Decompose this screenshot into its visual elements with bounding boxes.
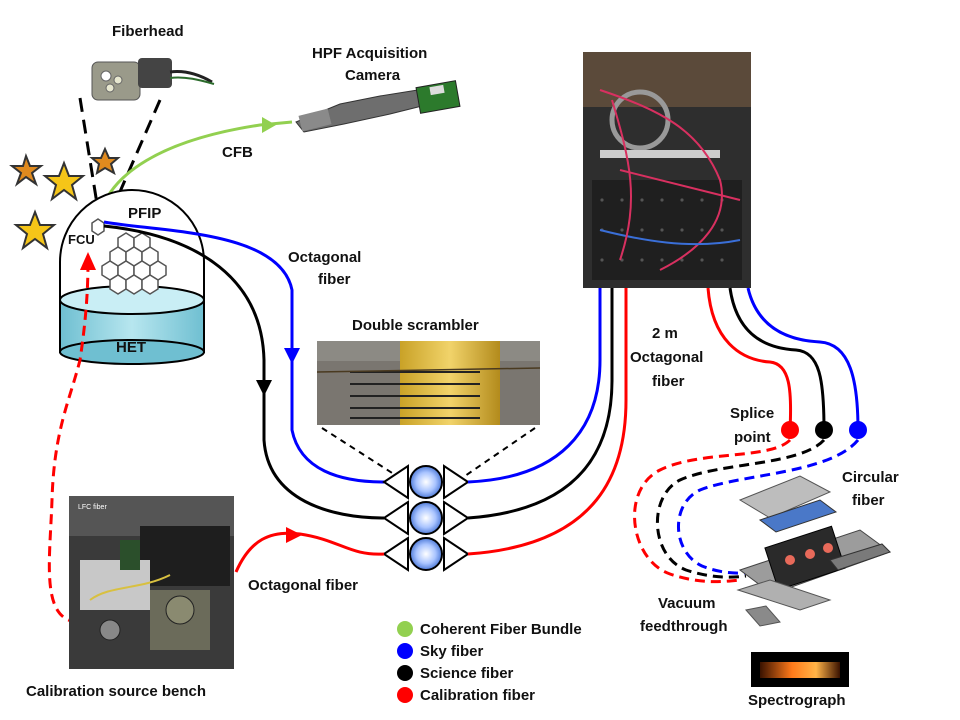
splice-label-line1: Splice (730, 405, 774, 422)
octagonal-fiber-bottom-label: Octagonal fiber (248, 577, 358, 594)
fcu-label: FCU (68, 232, 95, 247)
fcu-hexagon (91, 218, 105, 236)
fov-dash-line (78, 97, 100, 211)
scrambler-unit (382, 500, 470, 536)
calibration-fiber-scrambler-to-lab (467, 288, 628, 556)
camera-label-line2: Camera (345, 67, 401, 84)
science-fiber-het-to-scrambler (103, 224, 385, 520)
calibration-circular-fiber (633, 438, 792, 584)
sky-fiber-scrambler-to-lab (467, 288, 602, 484)
calibration-fiber-lab-to-splice (706, 287, 793, 431)
science-circular-fiber (656, 438, 826, 579)
scrambler-unit (382, 536, 470, 572)
mirror-segments (101, 232, 167, 295)
acquisition-camera-picture (295, 80, 461, 133)
two-m-label-line2: Octagonal (630, 349, 703, 366)
octagonal-fiber-label-line2: fiber (318, 271, 351, 288)
sky-fiber-het-to-scrambler (103, 220, 385, 484)
spectrograph-label: Spectrograph (748, 692, 846, 709)
star-icon (9, 152, 44, 187)
het-label: HET (116, 339, 146, 356)
legend-label: Science fiber (420, 665, 514, 682)
splice-point-science (815, 421, 833, 439)
legend-swatch (397, 665, 413, 681)
lab-photo (583, 52, 751, 288)
two-m-label-line3: fiber (652, 373, 685, 390)
lfc-fiber-label: LFC fiber (78, 504, 107, 511)
splice-point-calibration (781, 421, 799, 439)
scrambler-unit (382, 464, 470, 500)
sky-fiber-arrow (284, 348, 300, 364)
camera-label-line1: HPF Acquisition (312, 45, 427, 62)
spectrograph-picture (736, 475, 892, 627)
calibration-bench-photo (69, 496, 234, 669)
scrambler-units (382, 464, 470, 572)
science-fiber-arrow (256, 380, 272, 396)
star-icons (9, 146, 121, 251)
science-fiber-lab-to-splice (728, 287, 826, 431)
pfip-label: PFIP (128, 205, 161, 222)
double-scrambler-picture (316, 341, 541, 425)
hpf-logo (751, 652, 849, 687)
legend-swatch (397, 687, 413, 703)
legend-label: Calibration fiber (420, 687, 535, 704)
calibration-bench-arrow (286, 527, 302, 543)
sky-fiber-lab-to-splice (746, 287, 860, 431)
star-icon (89, 146, 121, 176)
scrambler-callout-line (321, 427, 401, 479)
fiberhead-picture (91, 58, 215, 101)
legend-swatch (397, 643, 413, 659)
het-telescope (59, 189, 205, 365)
vacuum-label-line1: Vacuum (658, 595, 716, 612)
calibration-bench-label: Calibration source bench (26, 683, 206, 700)
legend-label: Sky fiber (420, 643, 484, 660)
cfb-label: CFB (222, 144, 253, 161)
circular-label-line2: fiber (852, 492, 885, 509)
sky-circular-fiber (677, 439, 860, 575)
fiberhead-label: Fiberhead (112, 23, 184, 40)
octagonal-fiber-label-line1: Octagonal (288, 249, 361, 266)
scrambler-callout-line (461, 427, 536, 479)
legend-swatch (397, 621, 413, 637)
legend-label: Coherent Fiber Bundle (420, 621, 582, 638)
calibration-dashed-fiber (47, 261, 90, 624)
science-fiber-scrambler-to-lab (467, 288, 614, 520)
calibration-fiber-bench-to-scrambler (234, 531, 385, 573)
two-m-label-line1: 2 m (652, 325, 678, 342)
calibration-arrow (80, 252, 96, 270)
circular-label-line1: Circular (842, 469, 899, 486)
cfb-arrow (262, 117, 276, 133)
double-scrambler-label: Double scrambler (352, 317, 479, 334)
splice-point-sky (849, 421, 867, 439)
vacuum-label-line2: feedthrough (640, 618, 728, 635)
star-icon (42, 160, 86, 202)
star-icon (13, 209, 57, 251)
splice-label-line2: point (734, 429, 771, 446)
